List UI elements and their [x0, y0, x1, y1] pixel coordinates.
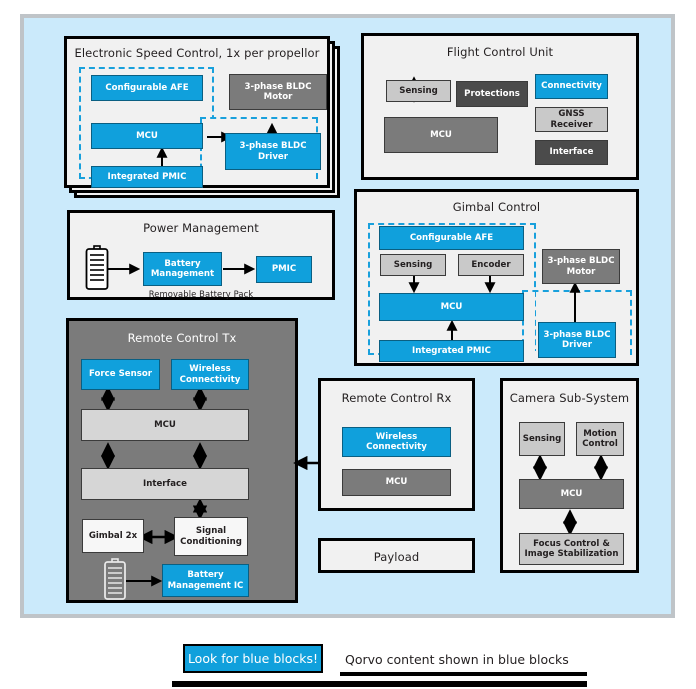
rc-tx-signal-conditioning[interactable]: Signal Conditioning [174, 517, 248, 556]
fcu-sensing[interactable]: Sensing [386, 80, 451, 102]
gimbal-title: Gimbal Control [452, 200, 541, 214]
rc-tx-force-sensor[interactable]: Force Sensor [81, 359, 160, 390]
camera-title: Camera Sub-System [509, 391, 630, 405]
rc-tx-battery-management-ic[interactable]: Battery Management IC [162, 564, 249, 597]
gimbal-mcu[interactable]: MCU [379, 293, 524, 321]
rc-rx-wireless-connectivity[interactable]: Wireless Connectivity [342, 427, 451, 457]
esc-bldc-motor[interactable]: 3-phase BLDC Motor [229, 74, 327, 110]
power-battery-management[interactable]: Battery Management [143, 252, 222, 286]
esc-dash-mask-a [202, 119, 214, 177]
camera-motion-control[interactable]: Motion Control [576, 422, 624, 456]
fcu-title: Flight Control Unit [446, 45, 554, 59]
camera-sensing[interactable]: Sensing [519, 422, 565, 456]
power-title: Power Management [143, 221, 259, 235]
rc-rx-mcu[interactable]: MCU [342, 469, 451, 496]
gimbal-configurable-afe[interactable]: Configurable AFE [379, 226, 524, 250]
rc-tx-interface[interactable]: Interface [81, 468, 249, 500]
fcu-connectivity[interactable]: Connectivity [535, 74, 608, 99]
panel-remote-control-rx: Remote Control Rx Wireless Connectivity … [318, 378, 475, 511]
legend-underline-short [340, 672, 587, 676]
power-caption: Removable Battery Pack [148, 289, 254, 299]
gimbal-sensing[interactable]: Sensing [380, 254, 446, 276]
payload-title: Payload [373, 550, 420, 564]
fcu-mcu[interactable]: MCU [384, 117, 498, 153]
rc-rx-title: Remote Control Rx [341, 391, 452, 405]
power-pmic[interactable]: PMIC [256, 256, 312, 283]
fcu-gnss-receiver[interactable]: GNSS Receiver [535, 107, 608, 132]
esc-bldc-driver[interactable]: 3-phase BLDC Driver [225, 133, 321, 170]
camera-mcu[interactable]: MCU [519, 479, 624, 509]
esc-configurable-afe[interactable]: Configurable AFE [91, 75, 203, 101]
fcu-interface[interactable]: Interface [535, 140, 608, 165]
panel-power-management: Power Management Battery Management PMIC [67, 210, 335, 300]
esc-mcu[interactable]: MCU [91, 123, 203, 149]
gimbal-dash-mask-a [524, 292, 535, 353]
panel-payload: Payload [318, 538, 475, 573]
gimbal-encoder[interactable]: Encoder [458, 254, 524, 276]
panel-flight-control-unit: Flight Control Unit Sensing Protections … [361, 33, 639, 180]
fcu-protections[interactable]: Protections [456, 81, 528, 107]
panel-remote-control-tx: Remote Control Tx [66, 318, 298, 603]
gimbal-bldc-driver[interactable]: 3-phase BLDC Driver [538, 322, 616, 358]
rc-tx-mcu[interactable]: MCU [81, 409, 249, 441]
legend-blue-blocks-button[interactable]: Look for blue blocks! [183, 644, 323, 673]
rc-tx-gimbal[interactable]: Gimbal 2x [82, 519, 144, 553]
legend-underline-long [172, 681, 587, 687]
esc-integrated-pmic[interactable]: Integrated PMIC [91, 166, 203, 188]
rc-tx-title: Remote Control Tx [127, 331, 237, 345]
panel-electronic-speed-control: Electronic Speed Control, 1x per propell… [64, 36, 330, 188]
rc-tx-wireless-connectivity[interactable]: Wireless Connectivity [171, 359, 249, 390]
esc-title: Electronic Speed Control, 1x per propell… [74, 46, 320, 60]
camera-focus-control[interactable]: Focus Control & Image Stabilization [519, 533, 624, 565]
esc-dash-mask-b [202, 175, 316, 181]
gimbal-bldc-motor[interactable]: 3-phase BLDC Motor [542, 249, 620, 284]
panel-gimbal-control: Gimbal Control Configurable AFE Sensing … [354, 189, 639, 366]
legend-note: Qorvo content shown in blue blocks [345, 652, 569, 667]
gimbal-integrated-pmic[interactable]: Integrated PMIC [379, 340, 524, 362]
panel-camera-sub-system: Camera Sub-System Sensing Motion Control… [500, 378, 639, 573]
diagram-canvas: Electronic Speed Control, 1x per propell… [20, 14, 675, 618]
